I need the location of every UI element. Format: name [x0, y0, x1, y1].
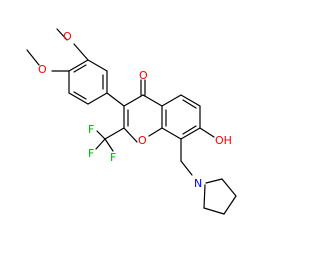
benzo-ring [161, 94, 201, 140]
hydroxyl-bond [199, 127, 215, 138]
atom-hydroxyl: OH [215, 134, 232, 147]
pyranone-ring [123, 79, 163, 143]
atom-o-methoxy-lower: O [38, 63, 47, 76]
atom-f3: F [110, 151, 116, 164]
methoxy-groups [26, 28, 89, 72]
biaryl-bond [106, 92, 125, 107]
atom-f2: F [88, 147, 94, 160]
dimethoxyphenyl-ring [68, 59, 108, 105]
atom-n-pyrrolidine: N [194, 177, 202, 190]
trifluoromethyl-group [95, 127, 125, 152]
methylene-linker [180, 138, 193, 176]
pyrrolidine-ring [203, 178, 237, 215]
atom-o-ring: O [138, 134, 147, 147]
atom-o-methoxy-upper: O [63, 30, 72, 43]
molecule-structure: O O O O OH N F F F [26, 28, 237, 215]
atom-f1: F [88, 123, 94, 136]
structure-canvas: O O O O OH N F F F [26, 28, 237, 215]
atom-o-carbonyl: O [139, 69, 148, 82]
